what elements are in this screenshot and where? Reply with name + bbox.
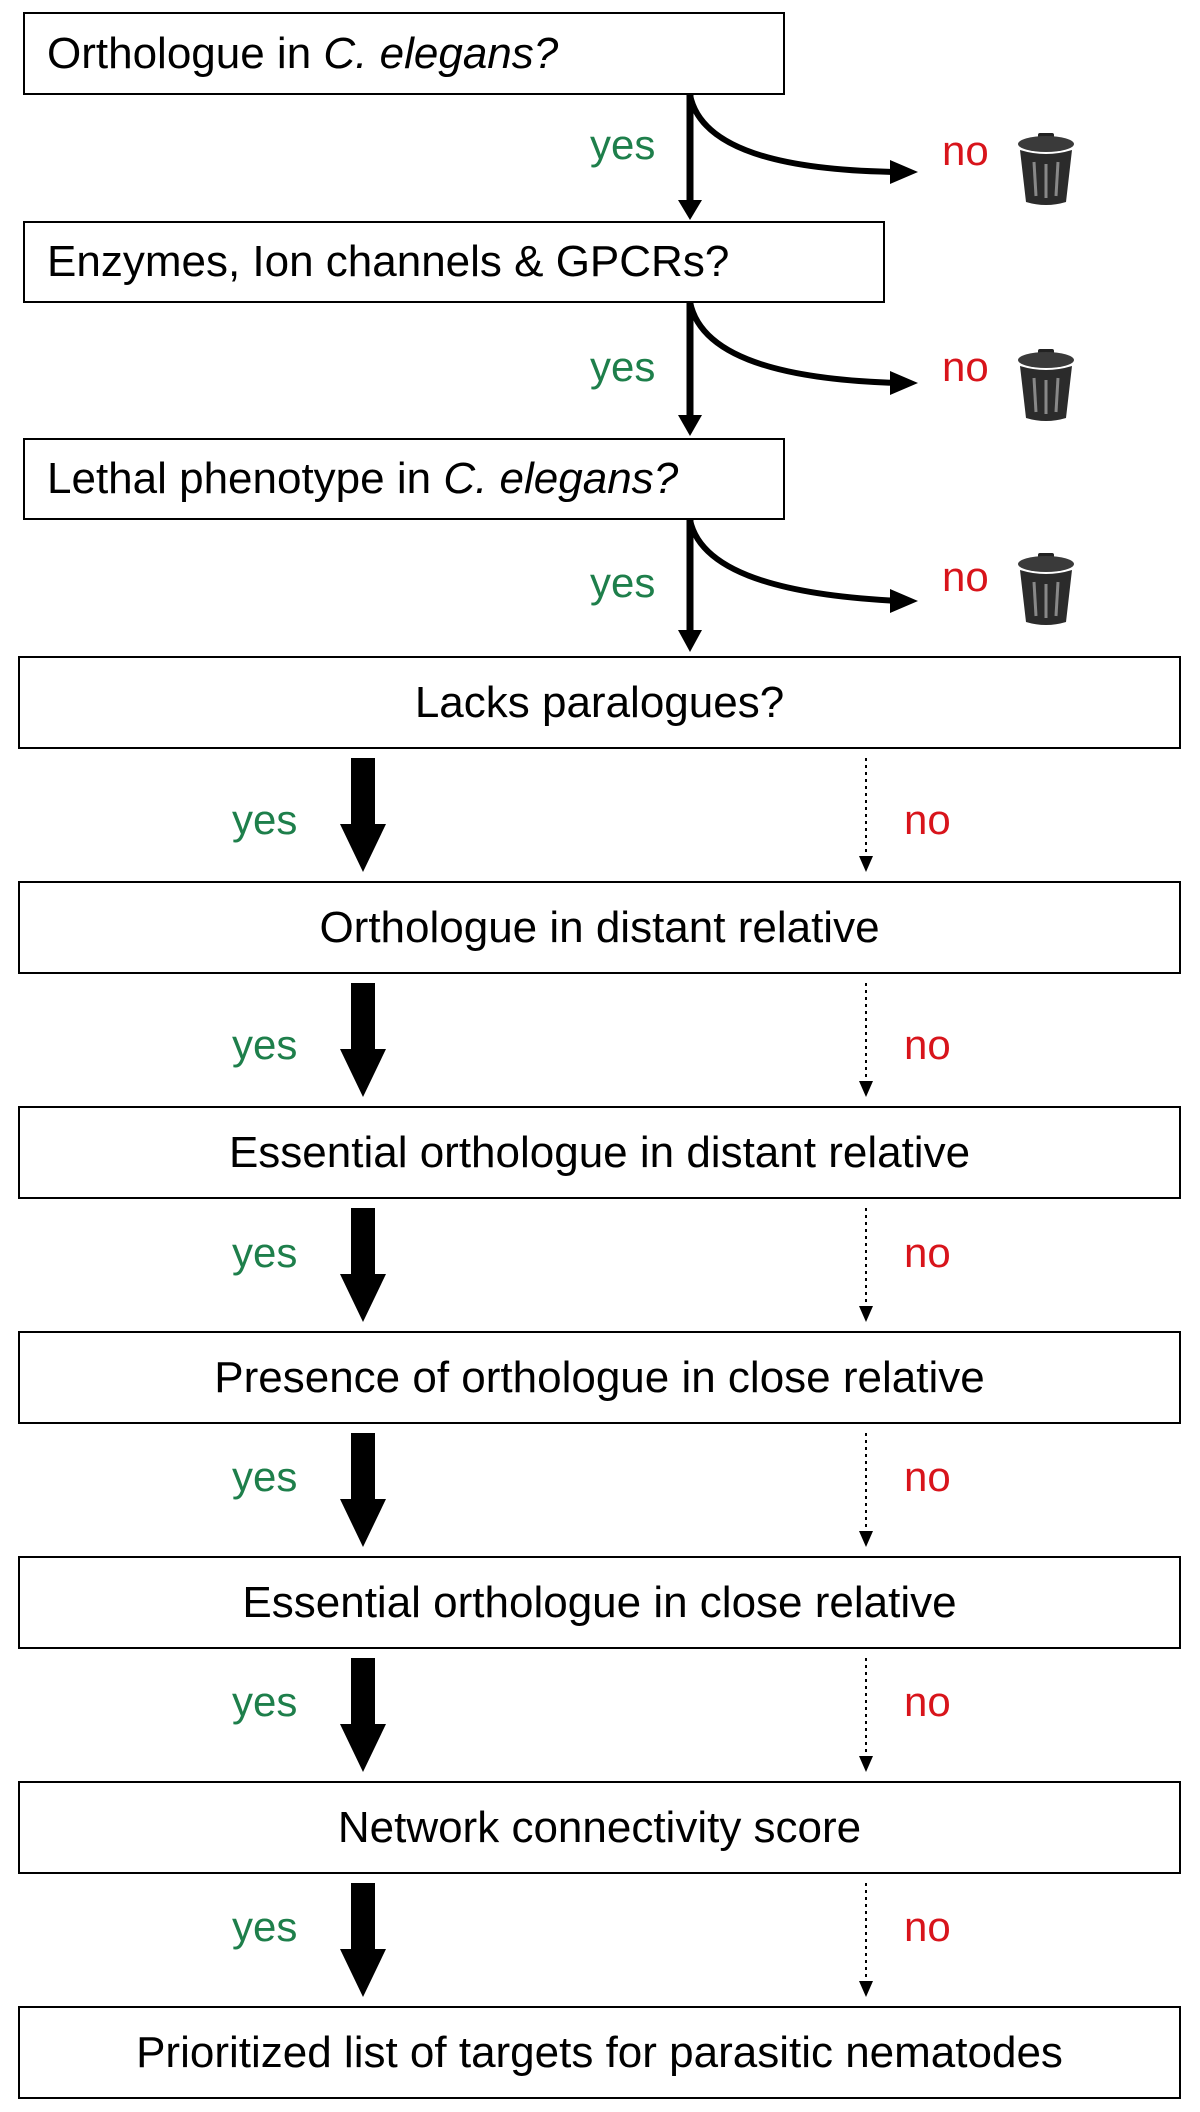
no-arrowhead-3	[890, 589, 918, 613]
step-orthologue-c-elegans: Orthologue in C. elegans?	[23, 12, 785, 95]
step-text: Network connectivity score	[337, 1802, 862, 1852]
yes-label-2: yes	[590, 343, 656, 390]
yes-label-1: yes	[590, 121, 656, 168]
no-arrow-5	[859, 983, 873, 1097]
no-arrow-7	[859, 1433, 873, 1547]
step-text: Enzymes, Ion channels & GPCRs?	[47, 237, 730, 286]
no-label-9: no	[904, 1903, 951, 1950]
step-text: Lethal phenotype in C. elegans?	[47, 454, 679, 503]
no-label-4: no	[904, 796, 951, 843]
yes-label-9: yes	[232, 1903, 298, 1950]
no-arrow-6	[859, 1208, 873, 1322]
no-arrowhead-1	[890, 160, 918, 184]
no-arrowhead-2	[890, 371, 918, 395]
no-arrow-9	[859, 1883, 873, 1997]
yes-arrow-8	[340, 1658, 386, 1772]
yes-label-3: yes	[590, 559, 656, 606]
no-branch-3	[687, 519, 901, 604]
yes-label-6: yes	[232, 1229, 298, 1276]
yes-arrow-4	[340, 758, 386, 872]
step-text: Presence of orthologue in close relative	[214, 1352, 985, 1402]
no-branch-1	[687, 94, 901, 175]
step-essential-orthologue-close: Essential orthologue in close relative	[18, 1556, 1181, 1649]
step-text: Orthologue in distant relative	[319, 902, 880, 952]
yes-label-7: yes	[232, 1453, 298, 1500]
yes-arrowhead-3	[678, 630, 702, 652]
step-lacks-paralogues: Lacks paralogues?	[18, 656, 1181, 749]
step-presence-orthologue-close: Presence of orthologue in close relative	[18, 1331, 1181, 1424]
yes-arrow-7	[340, 1433, 386, 1547]
step-orthologue-distant-relative: Orthologue in distant relative	[18, 881, 1181, 974]
step-text: Essential orthologue in close relative	[242, 1577, 957, 1627]
trash-can-icon	[1018, 553, 1074, 625]
trash-can-icon	[1018, 133, 1074, 205]
step-text: Essential orthologue in distant relative	[228, 1127, 971, 1177]
yes-arrow-5	[340, 983, 386, 1097]
no-label-3: no	[942, 553, 989, 600]
no-label-1: no	[942, 127, 989, 174]
yes-label-4: yes	[232, 796, 298, 843]
step-lethal-phenotype: Lethal phenotype in C. elegans?	[23, 438, 785, 520]
trash-can-icon	[1018, 349, 1074, 421]
no-branch-2	[687, 301, 901, 386]
no-arrow-4	[859, 758, 873, 872]
no-arrow-8	[859, 1658, 873, 1772]
yes-label-5: yes	[232, 1021, 298, 1068]
step-essential-orthologue-distant: Essential orthologue in distant relative	[18, 1106, 1181, 1199]
no-label-8: no	[904, 1678, 951, 1725]
yes-arrowhead-2	[678, 415, 702, 436]
step-text: Prioritized list of targets for parasiti…	[136, 2027, 1063, 2077]
no-label-7: no	[904, 1453, 951, 1500]
step-prioritized-targets: Prioritized list of targets for parasiti…	[18, 2006, 1181, 2099]
no-label-2: no	[942, 343, 989, 390]
no-label-5: no	[904, 1021, 951, 1068]
yes-arrow-6	[340, 1208, 386, 1322]
step-network-connectivity-score: Network connectivity score	[18, 1781, 1181, 1874]
yes-arrow-9	[340, 1883, 386, 1997]
step-text: Lacks paralogues?	[414, 677, 785, 727]
step-enzymes-ion-channels-gpcrs: Enzymes, Ion channels & GPCRs?	[23, 221, 885, 303]
no-label-6: no	[904, 1229, 951, 1276]
yes-arrowhead-1	[678, 200, 702, 220]
yes-label-8: yes	[232, 1678, 298, 1725]
step-text: Orthologue in C. elegans?	[47, 28, 559, 78]
